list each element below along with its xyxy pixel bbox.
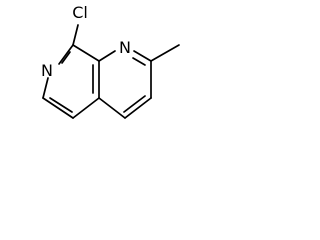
bond-lines [42,24,180,119]
bond-c6-c5 [42,97,74,119]
chemical-structure: Cl N N [41,3,180,119]
bond-c4-c4a [98,97,126,119]
atom-labels: Cl N N [41,3,131,80]
bond-c8-n7 [58,44,74,65]
bond-n7-c6 [42,77,49,99]
bond-n1-c2-double [132,57,146,66]
nitrogen-atom-label-right: N [119,38,131,57]
bond-c5-c4a [72,97,100,119]
bond-c2-methyl [150,44,180,62]
nitrogen-atom-label-left: N [41,61,53,80]
bond-c8-n7-double [61,51,71,64]
bond-c3-c4 [124,97,152,119]
chlorine-atom-label: Cl [72,3,88,22]
bond-c3-c4-double [123,95,146,113]
bond-n1-c2 [133,50,152,62]
bond-c8a-n1 [98,50,116,62]
bond-c8a-c8 [72,44,100,62]
bond-c6-c5-double [49,97,73,113]
bond-c8-cl [72,24,79,46]
